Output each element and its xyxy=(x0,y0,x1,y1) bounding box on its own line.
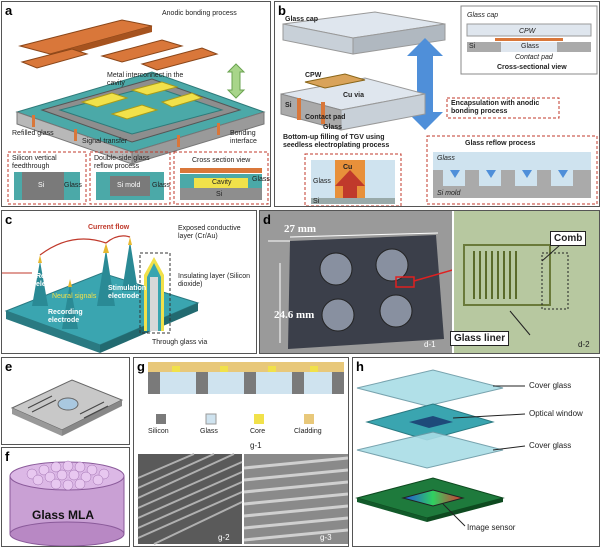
refilled-label: Refilled glass xyxy=(12,130,54,137)
reflow-mold: Si mold xyxy=(437,190,461,197)
leg-core: Core xyxy=(250,428,266,435)
bottomup-label: Bottom-up filling of TGV using seedless … xyxy=(283,134,390,149)
cross-cpw-label: CPW xyxy=(519,28,536,35)
panel-c-illustration xyxy=(2,235,200,353)
leg-clad: Cladding xyxy=(294,428,322,435)
panel-g-label: g xyxy=(137,359,145,374)
panel-d-label: d xyxy=(263,212,271,227)
panel-a-label: a xyxy=(5,3,13,18)
cross-title: Cross-sectional view xyxy=(497,64,567,71)
panel-g: g Silicon Glass Core Clad xyxy=(133,357,349,547)
sub3-glass: Glass xyxy=(252,176,270,183)
anodic-label: Anodic bonding process xyxy=(162,10,237,17)
sub1-si: Si xyxy=(38,182,45,189)
panel-a-illustration xyxy=(7,19,269,205)
signal-label: Signal transfer xyxy=(82,138,128,145)
encap-label: Encapsulation with anodic bonding proces… xyxy=(451,100,540,115)
panel-f-label: f xyxy=(5,449,10,464)
sub1-glass: Glass xyxy=(64,182,82,189)
sub2-si: Si mold xyxy=(117,182,141,189)
liner-label: Glass liner xyxy=(450,331,510,346)
glass-label: Glass xyxy=(323,124,343,131)
cross-glass-label: Glass xyxy=(521,43,539,50)
g1-label: g-1 xyxy=(250,441,262,450)
g3-label: g-3 xyxy=(320,533,332,542)
reflow-glass: Glass xyxy=(437,155,455,162)
stim-label: Stimulation electrode xyxy=(108,285,147,300)
panel-b-label: b xyxy=(278,3,286,18)
mla-label: Glass MLA xyxy=(32,508,95,522)
panel-a: a xyxy=(1,1,271,207)
exposed-label: Exposed conductive layer (Cr/Au) xyxy=(178,225,241,240)
panel-e-illustration xyxy=(10,379,124,436)
d2-label: d-2 xyxy=(578,340,590,349)
d2-illustration xyxy=(463,244,569,336)
bonding-label: Bonding interface xyxy=(230,130,257,145)
panel-c-label: c xyxy=(5,212,13,227)
d1-illustration xyxy=(268,232,452,349)
cu-label: Cu xyxy=(343,164,353,171)
cross-si-label: Si xyxy=(469,43,476,50)
reflow-title: Glass reflow process xyxy=(465,140,536,147)
panel-b-illustration xyxy=(280,5,598,206)
contact-label: Contact pad xyxy=(305,114,346,121)
d1-label: d-1 xyxy=(424,340,436,349)
panel-c: c Current flow Return electrode Neural s… xyxy=(1,210,257,354)
neural-label: Neural signals xyxy=(52,293,97,300)
recording-label: Recording electrode xyxy=(48,309,83,324)
cover2-label: Cover glass xyxy=(529,441,572,450)
current-label: Current flow xyxy=(88,224,130,231)
leg-si: Silicon xyxy=(148,428,169,435)
sub3-title: Cross section view xyxy=(192,157,251,164)
width-label: 27 mm xyxy=(284,223,317,235)
metal-label: Metal interconnect in the cavity xyxy=(107,72,184,87)
return-label: Return electrode xyxy=(36,273,68,288)
panel-h-label: h xyxy=(356,359,364,374)
si-label: Si xyxy=(285,102,292,109)
cu-via-label: Cu via xyxy=(343,92,365,99)
inset-glass-label: Glass xyxy=(313,178,331,185)
optical-label: Optical window xyxy=(529,409,583,418)
sub2-glass: Glass xyxy=(152,182,170,189)
panel-h-illustration xyxy=(355,369,526,527)
height-label: 24.6 mm xyxy=(274,309,315,321)
cover1-label: Cover glass xyxy=(529,381,572,390)
panel-g-illustration xyxy=(137,362,348,545)
insulating-label: Insulating layer (Silicon dioxide) xyxy=(178,273,250,288)
sub3-si: Si xyxy=(216,191,223,198)
g2-label: g-2 xyxy=(218,533,230,542)
cross-contact-label: Contact pad xyxy=(515,54,553,61)
panel-f-illustration xyxy=(9,460,125,546)
panel-f: f Glass MLA xyxy=(1,447,130,547)
leg-glass: Glass xyxy=(200,428,218,435)
panel-d: d 27 mm 24.6 mm d-1 d-2 Comb Glass liner xyxy=(259,210,600,354)
tgv-label: Through glass via xyxy=(152,339,208,346)
cpw-label: CPW xyxy=(305,72,322,79)
sensor-label: Image sensor xyxy=(467,523,516,532)
panel-e-label: e xyxy=(5,359,13,374)
sub1-title: Silicon vertical feedthrough xyxy=(12,155,57,170)
panel-h: h Cover glass Optical window Cover glass… xyxy=(352,357,600,547)
panel-b: b xyxy=(274,1,600,207)
sub2-title: Double-side glass reflow process xyxy=(94,155,150,170)
sub3-cavity: Cavity xyxy=(212,179,232,186)
inset-si-label: Si xyxy=(313,198,320,205)
cross-glasscap-label: Glass cap xyxy=(467,12,499,19)
glass-cap-label: Glass cap xyxy=(285,16,319,23)
panel-e: e xyxy=(1,357,130,445)
comb-label: Comb xyxy=(550,231,587,246)
